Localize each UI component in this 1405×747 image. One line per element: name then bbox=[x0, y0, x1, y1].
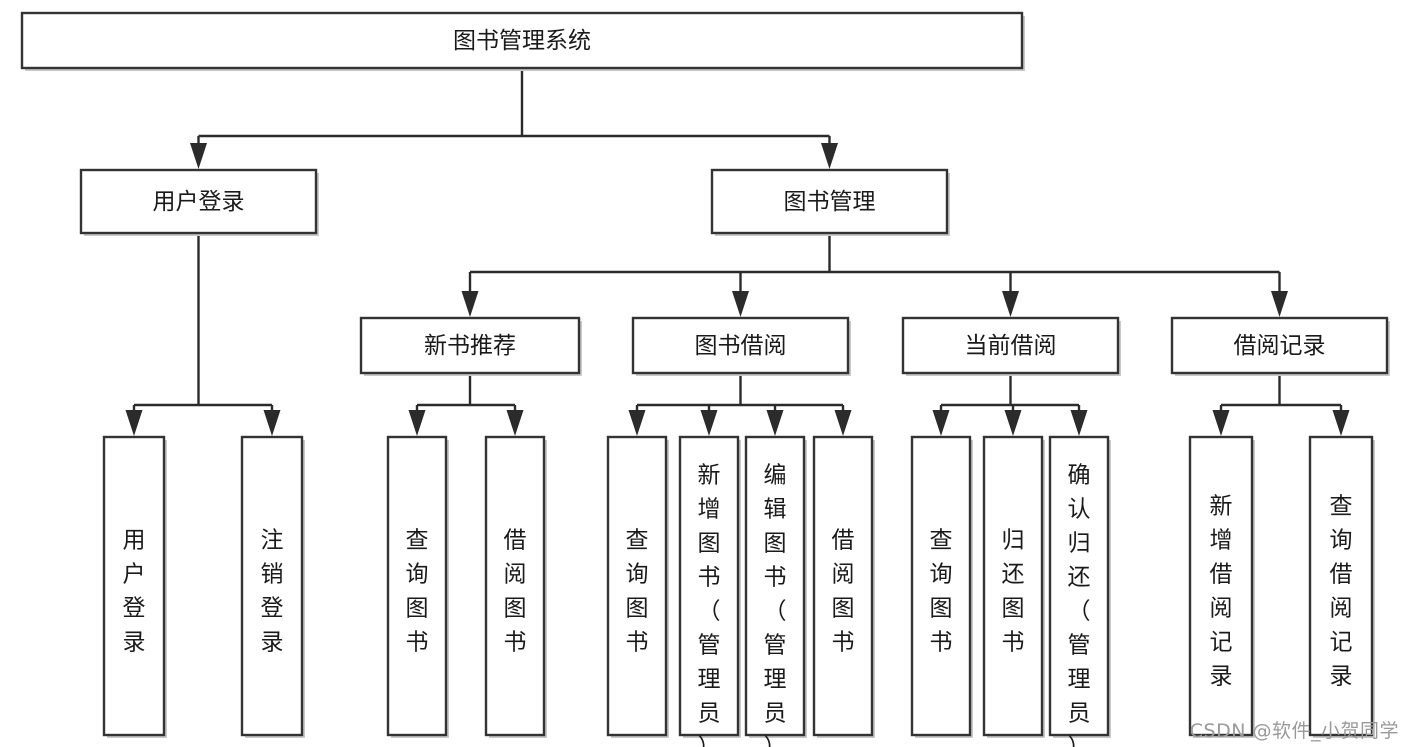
node-layer: 图书管理系统用户登录图书管理新书推荐图书借阅当前借阅借阅记录用户登录注销登录查询… bbox=[20, 11, 1390, 747]
node-leaf-borrow-book-2[interactable]: 借阅图书 bbox=[812, 435, 875, 738]
node-label: 查询借阅记录 bbox=[1330, 493, 1353, 689]
node-book-manage[interactable]: 图书管理 bbox=[710, 168, 950, 236]
node-label: 注销登录 bbox=[261, 527, 284, 655]
node-rect[interactable] bbox=[20, 11, 1024, 70]
node-label: 查询图书 bbox=[626, 527, 649, 655]
node-label: 新书推荐 bbox=[424, 333, 516, 359]
node-book-borrow[interactable]: 图书借阅 bbox=[631, 316, 851, 376]
node-rect[interactable] bbox=[1170, 316, 1389, 375]
node-label: 编辑图书（管理员） bbox=[764, 462, 787, 747]
node-new-book-recommend[interactable]: 新书推荐 bbox=[359, 316, 582, 376]
node-label: 借阅图书 bbox=[504, 527, 527, 655]
node-rect[interactable] bbox=[1048, 435, 1110, 737]
edge-group-user-login bbox=[125, 233, 281, 436]
node-leaf-query-book-1[interactable]: 查询图书 bbox=[386, 435, 449, 738]
node-label: 查询图书 bbox=[406, 527, 429, 655]
node-rect[interactable] bbox=[79, 168, 318, 235]
node-label: 归还图书 bbox=[1002, 527, 1025, 655]
node-leaf-query-book-2[interactable]: 查询图书 bbox=[606, 435, 669, 738]
node-rect[interactable] bbox=[631, 316, 850, 375]
node-label: 图书管理 bbox=[784, 189, 876, 215]
node-label: 借阅图书 bbox=[832, 527, 855, 655]
edge-group-current-borrow bbox=[932, 373, 1088, 436]
node-root[interactable]: 图书管理系统 bbox=[20, 11, 1025, 71]
node-label: 借阅记录 bbox=[1234, 333, 1326, 359]
node-label: 确认归还（管理员） bbox=[1068, 462, 1091, 747]
node-rect[interactable] bbox=[982, 435, 1044, 737]
edge-group-root bbox=[190, 68, 838, 169]
node-leaf-query-borrow-record[interactable]: 查询借阅记录 bbox=[1308, 435, 1375, 738]
node-label: 查询图书 bbox=[930, 527, 953, 655]
node-leaf-borrow-book-1[interactable]: 借阅图书 bbox=[484, 435, 547, 738]
node-label: 图书借阅 bbox=[695, 333, 787, 359]
watermark-label: CSDN @软件_小贺同学 bbox=[1189, 720, 1399, 742]
node-rect[interactable] bbox=[240, 435, 304, 737]
node-leaf-confirm-return-admin[interactable]: 确认归还（管理员） bbox=[1048, 435, 1111, 747]
node-rect[interactable] bbox=[901, 316, 1120, 375]
node-rect[interactable] bbox=[812, 435, 874, 737]
node-rect[interactable] bbox=[1308, 435, 1374, 737]
node-rect[interactable] bbox=[484, 435, 546, 737]
node-current-borrow[interactable]: 当前借阅 bbox=[901, 316, 1121, 376]
node-label: 新增借阅记录 bbox=[1210, 493, 1233, 689]
node-label: 用户登录 bbox=[153, 189, 245, 215]
node-rect[interactable] bbox=[744, 435, 806, 737]
node-leaf-logout-login[interactable]: 注销登录 bbox=[240, 435, 305, 738]
node-rect[interactable] bbox=[910, 435, 972, 737]
edge-group-new-book-recommend bbox=[408, 373, 524, 436]
node-rect[interactable] bbox=[359, 316, 581, 375]
edge-group-book-borrow bbox=[628, 373, 852, 436]
node-leaf-add-book-admin[interactable]: 新增图书（管理员） bbox=[678, 435, 741, 747]
edge-group-book-manage bbox=[461, 233, 1288, 317]
node-rect[interactable] bbox=[678, 435, 740, 737]
node-label: 图书管理系统 bbox=[453, 28, 591, 54]
node-leaf-add-borrow-record[interactable]: 新增借阅记录 bbox=[1188, 435, 1255, 738]
node-leaf-edit-book-admin[interactable]: 编辑图书（管理员） bbox=[744, 435, 807, 747]
edge-group-borrow-record bbox=[1212, 373, 1350, 436]
node-leaf-return-book[interactable]: 归还图书 bbox=[982, 435, 1045, 738]
node-leaf-user-login[interactable]: 用户登录 bbox=[102, 435, 167, 738]
node-leaf-query-book-3[interactable]: 查询图书 bbox=[910, 435, 973, 738]
connector-layer bbox=[125, 68, 1350, 436]
node-rect[interactable] bbox=[102, 435, 166, 737]
node-rect[interactable] bbox=[710, 168, 949, 235]
node-borrow-record[interactable]: 借阅记录 bbox=[1170, 316, 1390, 376]
node-rect[interactable] bbox=[606, 435, 668, 737]
node-rect[interactable] bbox=[386, 435, 448, 737]
node-rect[interactable] bbox=[1188, 435, 1254, 737]
node-label: 用户登录 bbox=[123, 527, 146, 655]
node-label: 当前借阅 bbox=[965, 333, 1057, 359]
node-label: 新增图书（管理员） bbox=[698, 462, 721, 747]
node-user-login[interactable]: 用户登录 bbox=[79, 168, 319, 236]
